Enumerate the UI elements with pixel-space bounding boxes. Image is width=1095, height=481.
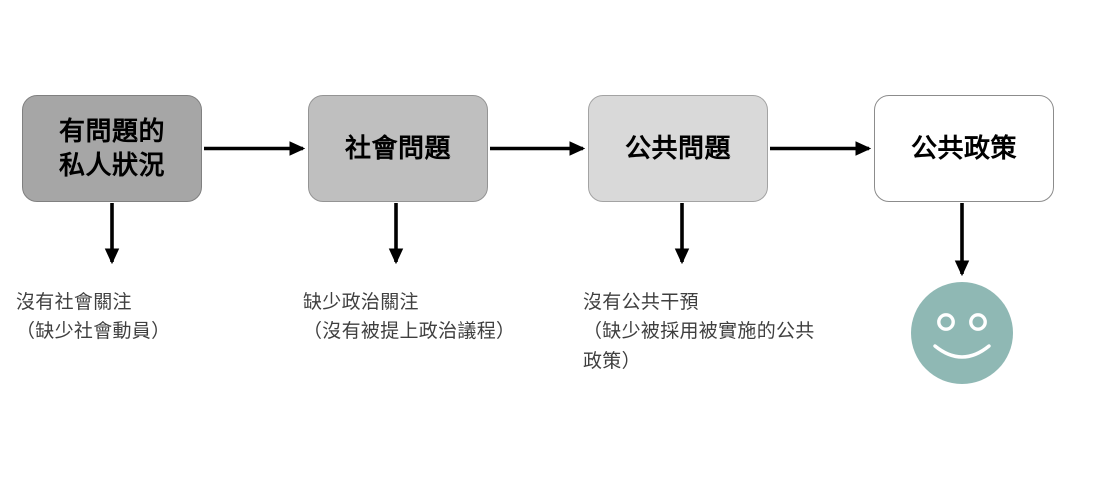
stage-box-social-problem[interactable]: 社會問題 xyxy=(308,95,488,202)
smiley-eye-left xyxy=(937,313,955,331)
smiley-mouth xyxy=(933,344,991,359)
smiley-face-icon xyxy=(911,282,1013,384)
stage-box-public-policy[interactable]: 公共政策 xyxy=(874,95,1054,202)
smiley-eye-right xyxy=(969,313,987,331)
smiley-face-circle xyxy=(911,282,1013,384)
caption-no-social-attention: 沒有社會關注 （缺少社會動員） xyxy=(16,292,171,343)
caption-lack-political-attention: 缺少政治關注 （沒有被提上政治議程） xyxy=(303,292,516,343)
caption-no-public-intervention: 沒有公共干預 （缺少被採用被實施的公共政策） xyxy=(583,292,815,372)
stage-box-public-problem[interactable]: 公共問題 xyxy=(588,95,768,202)
stage-box-problematic-private-situation[interactable]: 有問題的 私人狀況 xyxy=(22,95,202,202)
